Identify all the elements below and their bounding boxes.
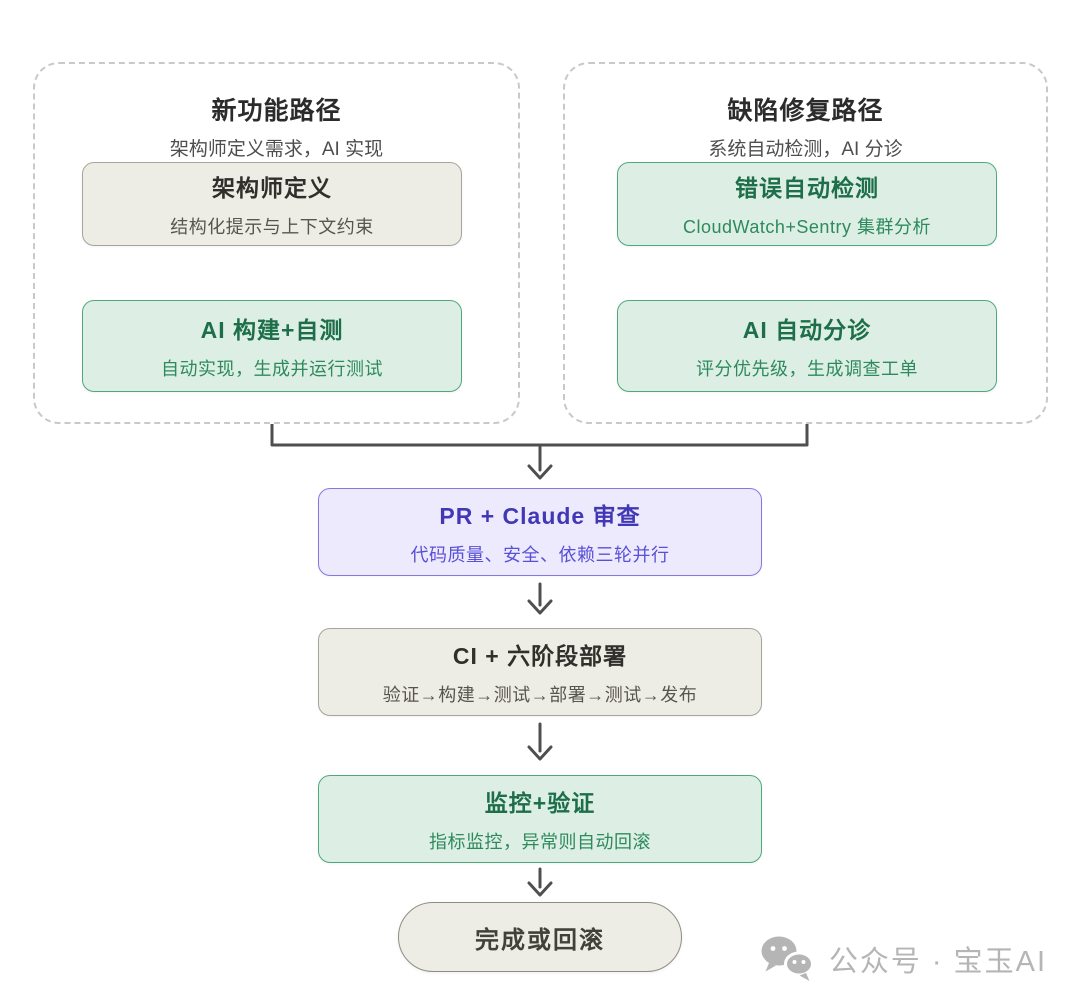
- node-ai-auto-triage: AI 自动分诊 评分优先级，生成调查工单: [617, 300, 997, 392]
- panel-title: 新功能路径: [211, 97, 342, 125]
- node-title: CI + 六阶段部署: [452, 643, 628, 669]
- node-monitor-verify: 监控+验证 指标监控，异常则自动回滚: [318, 775, 762, 863]
- node-subtitle: 验证→构建→测试→部署→测试→发布: [382, 685, 698, 705]
- wechat-icon: [761, 936, 814, 981]
- node-subtitle: 评分优先级，生成调查工单: [696, 359, 918, 379]
- node-title: 架构师定义: [212, 175, 332, 201]
- node-title: PR + Claude 审查: [439, 503, 641, 529]
- node-subtitle: 自动实现，生成并运行测试: [161, 359, 383, 379]
- panel-subtitle: 系统自动检测，AI 分诊: [708, 139, 903, 160]
- node-title: 错误自动检测: [735, 175, 879, 201]
- node-title: AI 构建+自测: [200, 317, 344, 343]
- node-done-or-rollback: 完成或回滚: [398, 902, 682, 972]
- panel-title: 缺陷修复路径: [727, 97, 884, 125]
- node-error-auto-detect: 错误自动检测 CloudWatch+Sentry 集群分析: [617, 162, 997, 246]
- node-title: 完成或回滚: [475, 926, 605, 954]
- node-subtitle: 代码质量、安全、依赖三轮并行: [410, 545, 670, 565]
- arrow-down-icon: [527, 582, 553, 615]
- node-title: 监控+验证: [484, 790, 596, 816]
- node-subtitle: 指标监控，异常则自动回滚: [429, 832, 651, 852]
- arrow-down-icon: [527, 867, 553, 897]
- node-subtitle: 结构化提示与上下文约束: [170, 217, 374, 237]
- node-architect-define: 架构师定义 结构化提示与上下文约束: [82, 162, 462, 246]
- watermark: 公众号 · 宝玉AI: [757, 933, 1047, 985]
- node-subtitle: CloudWatch+Sentry 集群分析: [683, 217, 931, 237]
- node-pr-claude-review: PR + Claude 审查 代码质量、安全、依赖三轮并行: [318, 488, 762, 576]
- arrow-down-icon: [527, 722, 553, 761]
- node-title: AI 自动分诊: [742, 317, 872, 343]
- panel-subtitle: 架构师定义需求，AI 实现: [169, 139, 384, 160]
- node-ai-build-selftest: AI 构建+自测 自动实现，生成并运行测试: [82, 300, 462, 392]
- watermark-text: 公众号 · 宝玉AI: [828, 946, 1047, 978]
- node-ci-six-stage-deploy: CI + 六阶段部署 验证→构建→测试→部署→测试→发布: [318, 628, 762, 716]
